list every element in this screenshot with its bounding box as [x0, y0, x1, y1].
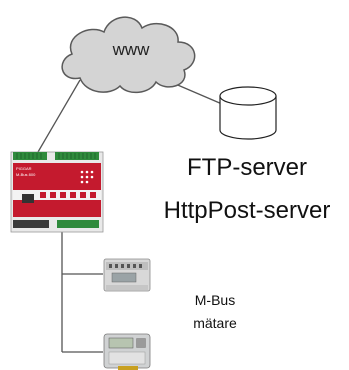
electricity-meter-icon — [103, 258, 151, 292]
bottom-terminal-right — [57, 220, 99, 228]
meter-label-line1: M-Bus — [195, 292, 235, 308]
cloud-to-controller-line — [37, 79, 81, 153]
top-terminal-right — [55, 152, 99, 160]
status-leds — [80, 170, 94, 184]
cloud-label: www — [112, 40, 151, 59]
server-label-line2: HttpPost-server — [164, 197, 331, 224]
server-label-line1: FTP-server — [187, 154, 307, 181]
bottom-terminal-left — [13, 220, 49, 228]
cloud-icon: www — [61, 16, 196, 94]
database-cylinder-icon — [219, 86, 277, 140]
meter-label-line2: mätare — [193, 315, 237, 331]
heat-meter-icon — [103, 333, 151, 370]
top-terminal-left — [13, 152, 47, 160]
controller-model-text: M-Bus 800 — [16, 172, 36, 177]
controller-brand-text: PIGGAR — [16, 166, 32, 171]
ethernet-port — [22, 194, 34, 203]
plc-controller-icon: PIGGAR M-Bus 800 — [10, 151, 104, 233]
